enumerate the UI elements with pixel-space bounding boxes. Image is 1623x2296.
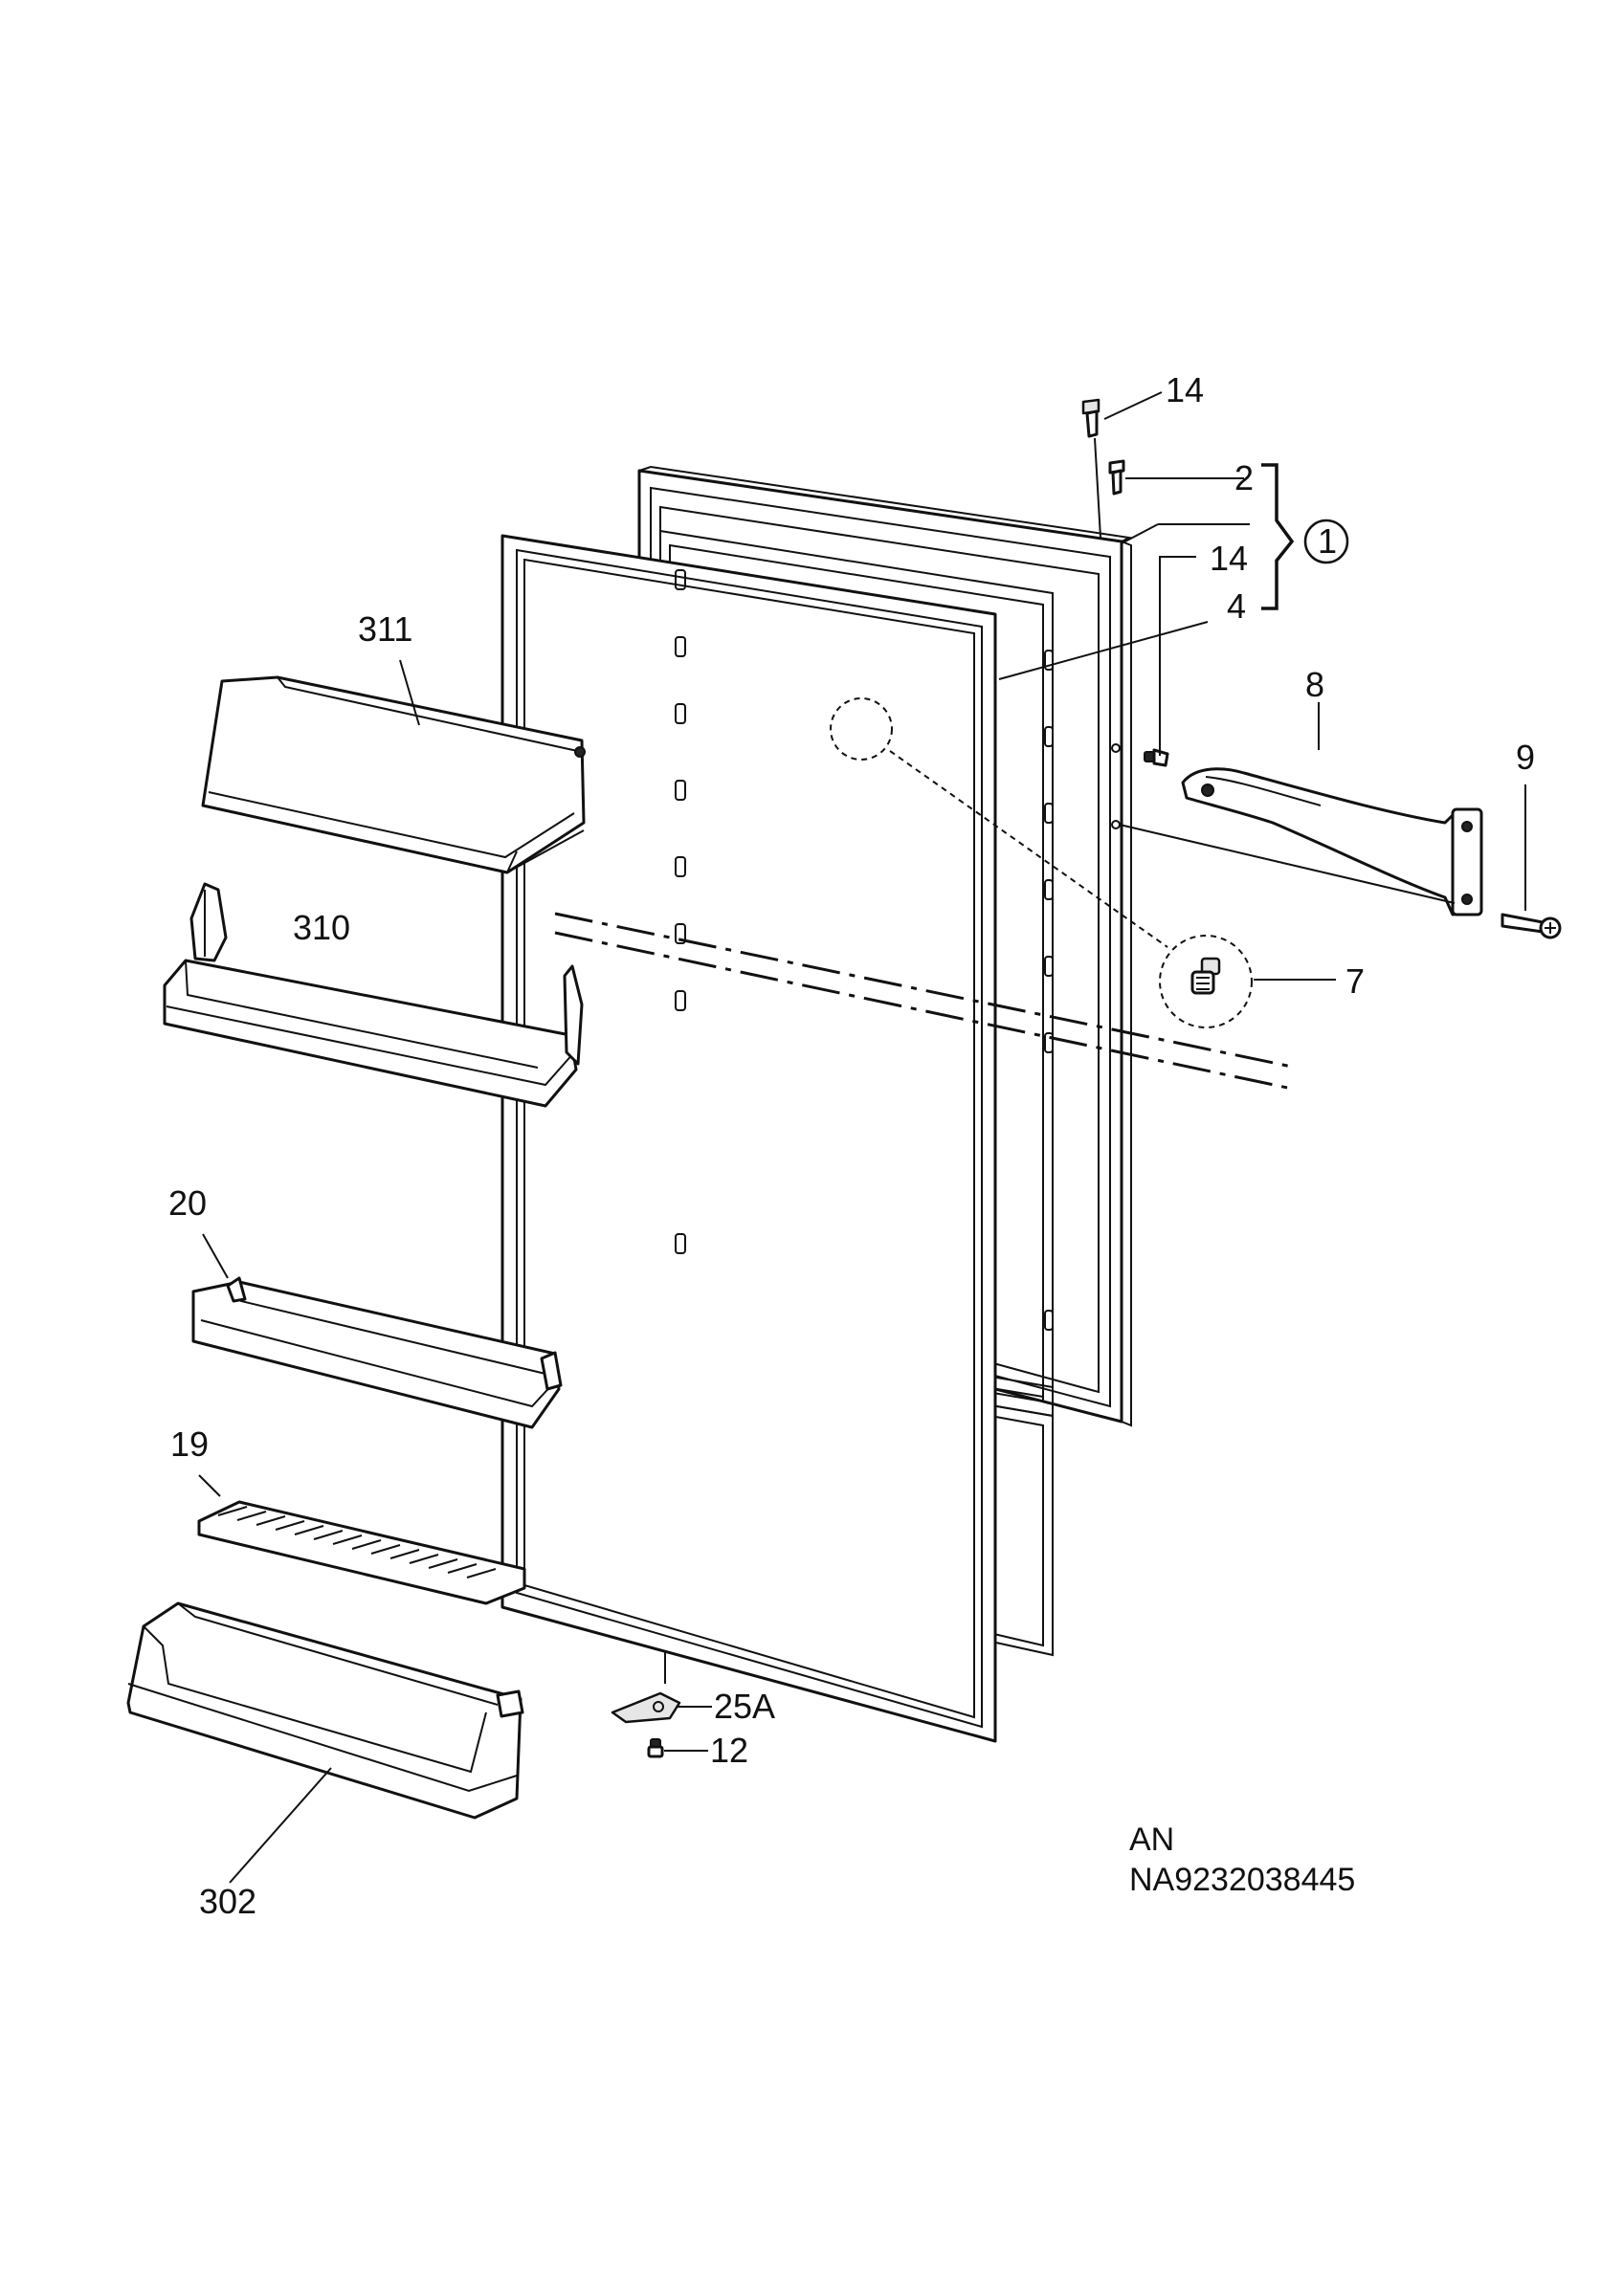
part-12-screw-icon <box>647 1738 664 1758</box>
part-14-mid-screw-icon <box>1144 748 1169 767</box>
callout-25A: 25A <box>714 1687 775 1726</box>
part-2-pin-icon <box>1108 459 1125 496</box>
callout-14-mid: 14 <box>1210 539 1248 578</box>
part-25A-hinge-plate <box>611 1651 681 1724</box>
liner-slots <box>675 569 1054 1331</box>
part-19-grille <box>197 1500 526 1605</box>
detail-circle-7 <box>830 697 1336 1028</box>
part-310-door-bin <box>163 882 584 1108</box>
diagram-code-line-1: AN <box>1129 1821 1174 1858</box>
callout-19: 19 <box>170 1424 209 1464</box>
part-14-top-pin-icon <box>1081 398 1101 438</box>
callout-8: 8 <box>1305 665 1324 704</box>
part-311-shelf-cover <box>201 675 586 874</box>
callout-311: 311 <box>358 609 412 649</box>
callout-310: 310 <box>293 908 350 947</box>
part-302-bottom-bin <box>126 1601 524 1820</box>
hinge-hole <box>1111 743 1121 753</box>
group-1-circle <box>1303 519 1349 564</box>
callout-9: 9 <box>1516 738 1535 777</box>
part-9-screw-icon <box>1501 913 1562 939</box>
callout-302: 302 <box>199 1882 256 1921</box>
callout-7: 7 <box>1345 961 1365 1001</box>
screw-7-icon <box>1190 957 1221 995</box>
part-8-door-handle <box>1181 767 1483 916</box>
callout-14-top: 14 <box>1166 370 1204 409</box>
group-bracket <box>1261 463 1295 610</box>
leader-lines <box>198 391 1526 1884</box>
callout-2: 2 <box>1234 458 1254 497</box>
door-gasket <box>500 534 997 1743</box>
leader-14-top <box>1094 437 1101 539</box>
diagram-code-line-2: NA9232038445 <box>1129 1862 1355 1898</box>
callout-4: 4 <box>1227 586 1246 626</box>
callout-20: 20 <box>168 1183 207 1223</box>
callout-1: 1 <box>1318 521 1337 561</box>
part-20-door-shelf <box>191 1276 563 1429</box>
callout-12: 12 <box>710 1731 748 1770</box>
